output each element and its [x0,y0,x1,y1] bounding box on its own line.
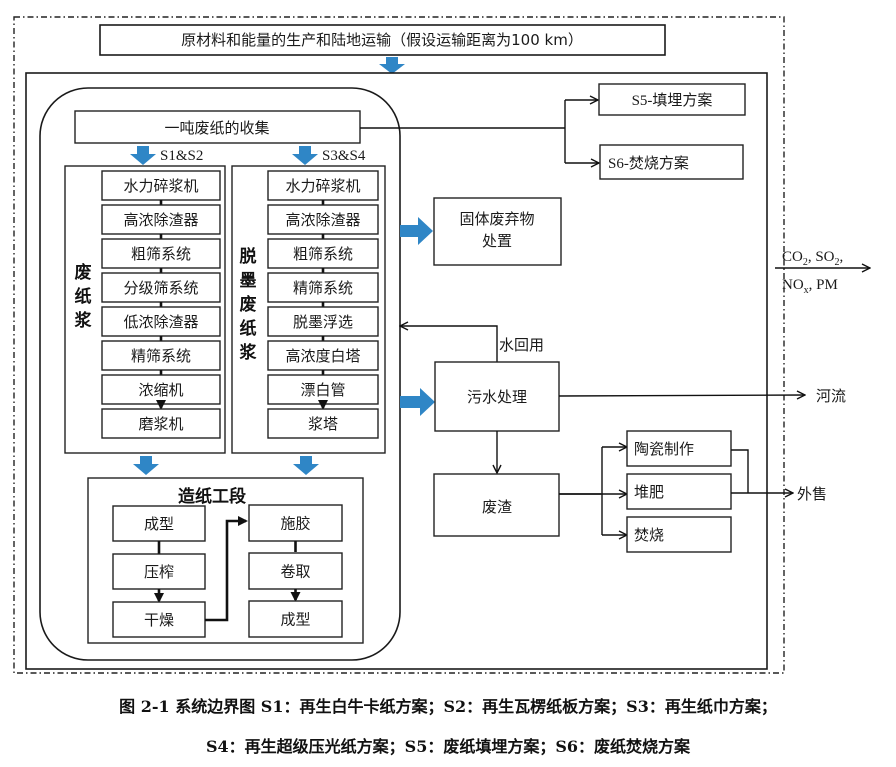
process-step-label: 干燥 [144,611,174,629]
process-step-box [248,552,343,590]
column-title-char: 废 [240,294,257,315]
column-title-char: 浆 [240,342,258,363]
process-step-box [267,374,379,405]
flow-arrow-col1-to-papermaking [133,456,159,475]
flow-arrow-down-top [379,57,405,74]
emissions-label-line1: CO2, SO2, [782,249,843,268]
process-step-box [101,374,221,405]
water-reuse-line [400,326,498,362]
wastewater-treatment-box [434,361,560,432]
process-step-label: 高浓除渣器 [123,211,198,229]
column-title-char: 纸 [240,318,257,339]
system-boundary-diagram: 原材料和能量的生产和陆地运输（假设运输距离为100 km） 一吨废纸的收集 S5… [13,16,896,674]
figure-caption-line2: S4：再生超级压光纸方案；S5：废纸填埋方案；S6：废纸焚烧方案 [205,737,691,756]
process-step-label: 粗筛系统 [131,245,191,263]
collection-label: 一吨废纸的收集 [164,119,269,137]
sludge-box [433,473,560,537]
process-step-label: 精筛系统 [293,279,353,297]
s5-landfill-box [598,83,746,116]
sludge-label: 废渣 [482,498,512,516]
papermaking-title: 造纸工段 [178,486,246,507]
process-step-label: 低浓除渣器 [123,313,198,331]
process-step-label: 浓缩机 [138,381,183,399]
process-step-label: 高浓除渣器 [285,211,360,229]
process-step-label: 水力碎浆机 [285,177,360,195]
branch-label-s1s2: S1&S2 [160,148,203,164]
s5-landfill-label: S5-填埋方案 [632,91,713,109]
flow-arrow-to-wastewater [400,388,435,416]
sludge-option-box [626,516,732,553]
flow-arrow-s1s2 [130,146,156,165]
solid-waste-label-line2: 处置 [482,232,512,250]
system-boundary-dashed [13,16,785,674]
flow-arrow-s3s4 [292,146,318,165]
waste-pulp-column-title: 废纸浆 [75,262,93,331]
process-step-label: 漂白管 [300,381,345,399]
process-step-box [101,238,221,269]
process-step-box [101,408,221,439]
wastewater-treatment-label: 污水处理 [467,388,527,406]
flow-arrow-to-solid-waste [400,217,433,245]
flow-arrow-col2-to-papermaking [293,456,319,475]
process-step-label: 成型 [280,611,310,629]
drying-to-sizing-arrow [205,516,248,622]
process-step-box [101,306,221,337]
process-step-box [267,340,379,371]
branch-label-s3s4: S3&S4 [322,148,366,164]
process-step-box [101,340,221,371]
process-step-box [267,408,379,439]
figure-caption-line1: 图 2-1 系统边界图 S1：再生白牛卡纸方案；S2：再生瓦楞纸板方案；S3：再… [119,697,777,716]
process-step-label: 分级筛系统 [123,279,198,297]
process-step-label: 磨浆机 [138,415,183,433]
sale-label: 外售 [797,485,827,503]
process-step-label: 水力碎浆机 [123,177,198,195]
solid-waste-label-line1: 固体废弃物 [459,210,534,228]
process-step-label: 精筛系统 [131,347,191,365]
s6-incineration-label: S6-焚烧方案 [608,154,689,172]
s6-incineration-box [599,144,744,180]
process-step-box [267,272,379,303]
water-reuse-label: 水回用 [499,336,544,354]
sludge-option-label: 焚烧 [634,526,664,544]
process-step-label: 成型 [144,515,174,533]
collection-box [74,110,361,144]
sludge-option-label: 陶瓷制作 [634,440,694,458]
column-title-char: 浆 [75,310,93,331]
process-step-box [112,505,206,542]
process-step-label: 脱墨浮选 [293,313,353,331]
raw-material-transport-label: 原材料和能量的生产和陆地运输（假设运输距离为100 km） [181,31,583,49]
column-title-char: 废 [75,262,92,283]
river-outflow-arrow [558,395,805,396]
process-step-label: 卷取 [280,563,310,581]
emissions-label-line2: NOx, PM [782,277,838,296]
process-step-label: 粗筛系统 [293,245,353,263]
process-step-label: 高浓度白塔 [285,347,360,365]
process-step-box [101,204,221,235]
column-title-char: 墨 [240,271,257,291]
ceramics-to-sale-line [731,449,749,493]
process-step-label: 施胶 [280,515,310,533]
process-step-box [112,601,206,638]
process-step-box [267,204,379,235]
river-label: 河流 [816,387,846,405]
column-title-char: 脱 [240,246,257,267]
process-step-label: 浆塔 [308,415,338,433]
process-step-box [248,600,343,638]
sludge-option-box [626,473,732,510]
process-step-box [101,170,221,201]
solid-waste-box [433,197,562,266]
column-title-char: 纸 [75,286,92,307]
sludge-option-box [626,430,732,467]
process-step-label: 压榨 [144,563,174,581]
sludge-option-label: 堆肥 [634,483,664,501]
raw-material-transport-box [99,24,666,56]
process-step-box [267,306,379,337]
